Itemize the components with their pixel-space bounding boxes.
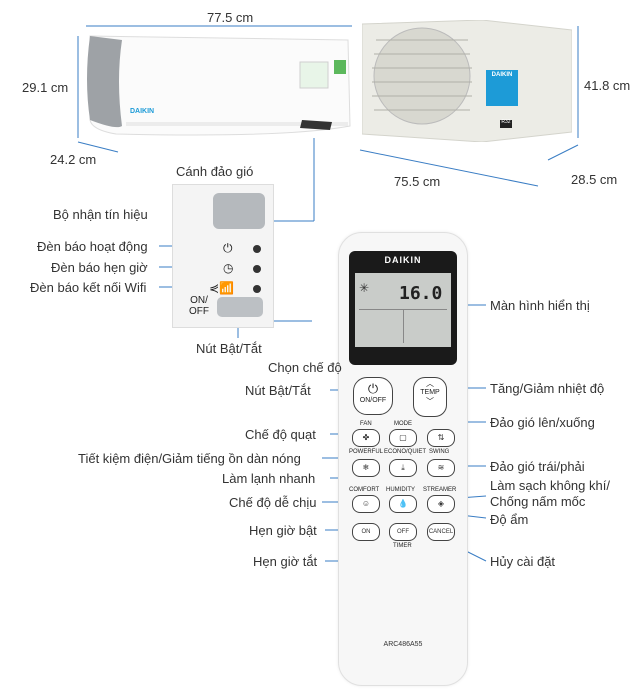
fan-button[interactable]: ✤ — [352, 429, 380, 447]
indicator-panel: ⏻ ◷ ⋞📶 ON/ OFF — [172, 184, 274, 328]
humidity-button[interactable]: 💧 — [389, 495, 417, 513]
mode-button[interactable]: ▢ — [389, 429, 417, 447]
lcd-panel: ✳ 16.0 — [355, 273, 451, 347]
power-icon: ⏻ — [223, 241, 233, 255]
outdoor-brand: DAIKIN — [491, 72, 513, 78]
swing-caption: SWING — [429, 449, 450, 455]
swing-lr-button[interactable]: ≋ — [427, 459, 455, 477]
humidity-label: Độ ẩm — [490, 512, 529, 527]
timer-off-button[interactable]: OFF — [389, 523, 417, 541]
outdoor-unit-graphic — [361, 19, 573, 143]
cancel-button[interactable]: CANCEL — [427, 523, 455, 541]
powerful-button[interactable]: ❄ — [352, 459, 380, 477]
swing-lr-icon: ≋ — [437, 463, 445, 472]
remote-brand: DAIKIN — [384, 255, 422, 265]
timer-icon: ◷ — [223, 261, 234, 275]
wifi-led — [253, 285, 261, 293]
outdoor-badge: R32 — [501, 119, 511, 125]
remote-display: DAIKIN ✳ 16.0 — [349, 251, 457, 365]
power-icon: ⏻ — [367, 381, 379, 396]
lcd-temperature: 16.0 — [399, 283, 443, 304]
remote-model: ARC486A55 — [383, 641, 423, 648]
swing-updown-icon: ⇅ — [437, 433, 445, 442]
econo-label: Tiết kiệm điện/Giảm tiếng ồn dàn nóng — [78, 451, 301, 466]
timer-caption: TIMER — [393, 543, 412, 549]
comfort-icon: ☺ — [361, 499, 371, 508]
fan-icon: ✤ — [362, 433, 370, 442]
timer-led — [253, 265, 261, 273]
signal-receiver — [213, 193, 265, 229]
temp-updown-label: Tăng/Giảm nhiệt độ — [490, 381, 605, 396]
swing-updown-button[interactable]: ⇅ — [427, 429, 455, 447]
indoor-unit-graphic — [87, 35, 351, 136]
outdoor-width-label: 75.5 cm — [394, 174, 441, 189]
temp-button-label: TEMP — [420, 389, 440, 396]
display-label: Màn hình hiển thị — [490, 298, 590, 313]
indoor-unit: DAIKIN — [86, 30, 354, 142]
timer-on-button[interactable]: ON — [352, 523, 380, 541]
streamer-label-line1: Làm sạch không khí/ — [490, 478, 610, 493]
streamer-label-line2: Chống nấm mốc — [490, 494, 586, 509]
indoor-width-label: 77.5 cm — [207, 10, 254, 25]
temp-button[interactable]: ︿ TEMP ﹀ — [413, 377, 447, 417]
streamer-button[interactable]: ◈ — [427, 495, 455, 513]
swing-lr-label: Đảo gió trái/phải — [490, 459, 585, 474]
fan-mode-label: Chế độ quạt — [245, 427, 316, 442]
indoor-brand: DAIKIN — [130, 108, 155, 115]
powerful-icon: ❄ — [362, 463, 370, 472]
humidity-caption: HUMIDITY — [386, 487, 415, 493]
chevron-up-icon: ︿ — [426, 379, 434, 388]
remote-control: DAIKIN ✳ 16.0 ⏻ ON/OFF ︿ TEMP ﹀ FAN ✤ MO… — [338, 232, 468, 686]
timer-on-label: Hẹn giờ bật — [249, 523, 317, 538]
mode-select-label: Chọn chế độ — [268, 360, 342, 375]
timer-off-label: Hẹn giờ tắt — [253, 554, 318, 569]
mode-icon: ▢ — [399, 433, 407, 442]
streamer-caption: STREAMER — [423, 487, 457, 493]
operation-led-label: Đèn báo hoạt động — [37, 239, 148, 254]
econo-button[interactable]: ⤓ — [389, 459, 417, 477]
indoor-depth-label: 24.2 cm — [50, 152, 97, 167]
mode-caption: MODE — [394, 421, 412, 427]
onoff-button[interactable]: ⏻ ON/OFF — [353, 377, 393, 415]
econo-caption: ECONO/QUIET — [384, 449, 427, 455]
indoor-height-label: 29.1 cm — [22, 80, 69, 95]
comfort-caption: COMFORT — [349, 487, 380, 493]
outdoor-depth-label: 28.5 cm — [571, 172, 618, 187]
panel-onoff-text: ON/ OFF — [189, 295, 209, 317]
onoff-button-label: ON/OFF — [359, 397, 387, 404]
swing-updown-label: Đảo gió lên/xuống — [490, 415, 595, 430]
outdoor-height-label: 41.8 cm — [584, 78, 631, 93]
cancel-label: Hủy cài đặt — [490, 554, 556, 569]
comfort-label: Chế độ dễ chịu — [229, 495, 317, 510]
panel-onoff-label: Nút Bật/Tắt — [196, 341, 262, 356]
panel-onoff-button[interactable] — [217, 297, 263, 317]
fan-caption: FAN — [360, 421, 372, 427]
receiver-label: Bộ nhận tín hiệu — [53, 207, 148, 222]
wifi-led-label: Đèn báo kết nối Wifi — [30, 280, 147, 295]
snowflake-icon: ✳ — [359, 281, 370, 295]
onoff-label: Nút Bật/Tắt — [245, 383, 311, 398]
powerful-caption-top: POWERFUL — [349, 449, 384, 455]
louver-label: Cánh đảo gió — [176, 164, 254, 179]
operation-led — [253, 245, 261, 253]
outdoor-unit: DAIKIN R32 — [361, 19, 573, 143]
streamer-icon: ◈ — [437, 499, 445, 508]
comfort-button[interactable]: ☺ — [352, 495, 380, 513]
powerful-label: Làm lạnh nhanh — [222, 471, 316, 486]
wifi-icon: ⋞📶 — [209, 281, 234, 295]
econo-icon: ⤓ — [401, 463, 405, 472]
timer-led-label: Đèn báo hẹn giờ — [51, 260, 148, 275]
chevron-down-icon: ﹀ — [426, 397, 434, 406]
humidity-icon: 💧 — [398, 499, 408, 508]
